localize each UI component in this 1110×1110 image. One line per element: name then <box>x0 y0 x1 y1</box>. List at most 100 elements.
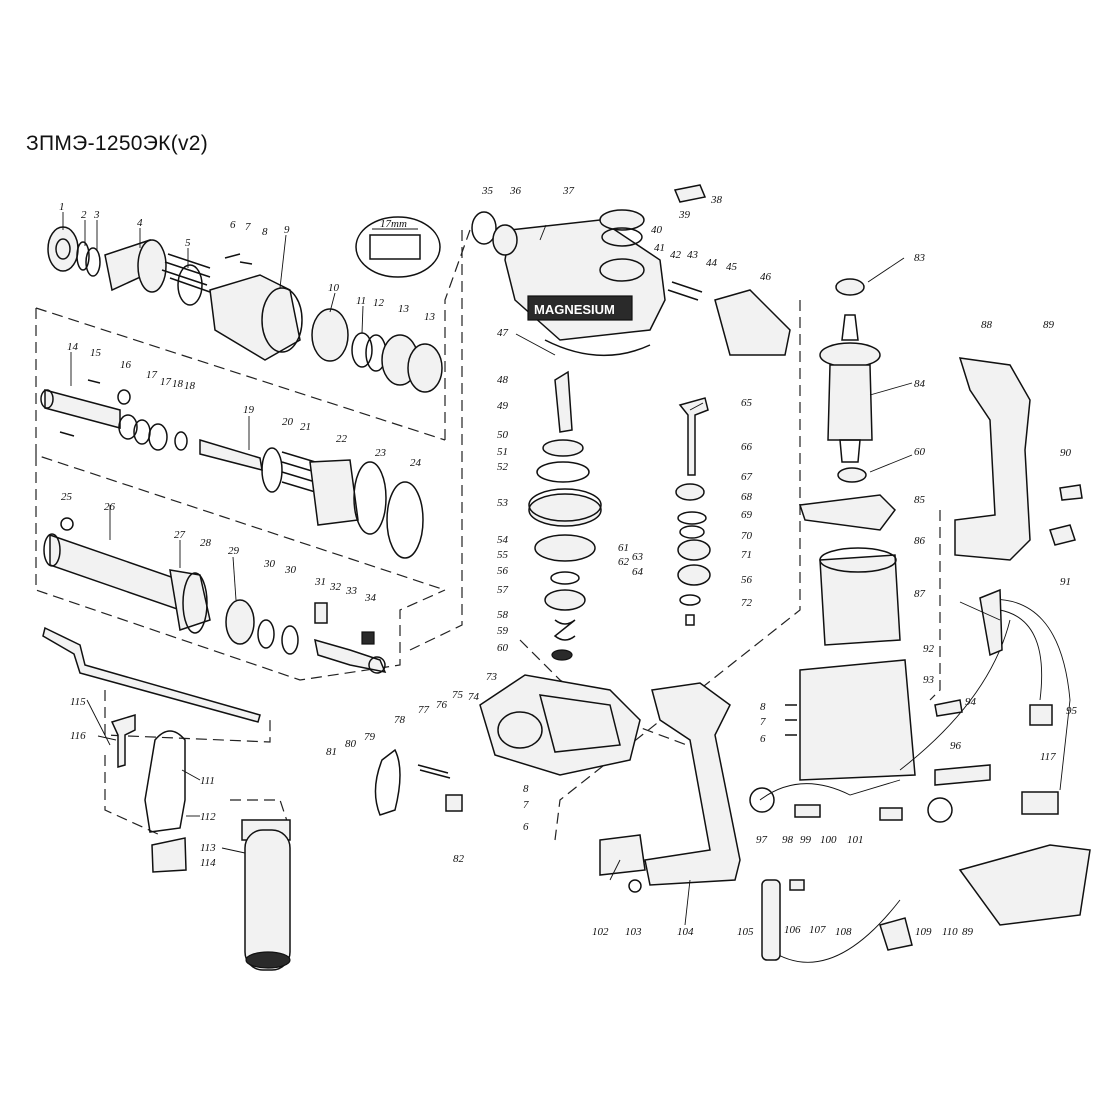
part-label-7b: 7 <box>760 716 766 728</box>
part-label-9: 9 <box>284 224 290 236</box>
part-label-65: 65 <box>741 397 753 409</box>
part-label-79: 79 <box>364 731 376 743</box>
part-label-64: 64 <box>632 566 644 578</box>
part-label-74: 74 <box>468 691 480 703</box>
part-label-46: 46 <box>760 271 772 283</box>
part-label-61: 61 <box>618 542 629 554</box>
part-label-4: 4 <box>137 217 143 229</box>
part-label-103: 103 <box>625 926 642 938</box>
part-label-1: 1 <box>59 201 65 213</box>
part-label-94: 94 <box>965 696 977 708</box>
part-label-19: 19 <box>243 404 255 416</box>
part-label-68: 68 <box>741 491 753 503</box>
part-label-91: 91 <box>1060 576 1071 588</box>
group-boundaries <box>35 229 941 841</box>
part-label-54: 54 <box>497 534 509 546</box>
part-label-6b: 6 <box>760 733 766 745</box>
part-number-labels: 1 2 3 4 5 6 7 8 9 10 11 12 13 13 14 15 1… <box>59 185 1078 938</box>
part-label-30a: 30 <box>263 558 276 570</box>
chuck-assembly <box>47 226 443 393</box>
motor-assembly <box>785 278 916 781</box>
part-label-18b: 18 <box>184 380 196 392</box>
part-label-82: 82 <box>453 853 465 865</box>
gearbox-lower-housing <box>374 674 641 816</box>
part-label-85: 85 <box>914 494 926 506</box>
part-label-6: 6 <box>230 219 236 231</box>
part-label-20: 20 <box>282 416 294 428</box>
part-label-81: 81 <box>326 746 337 758</box>
part-label-27: 27 <box>174 529 186 541</box>
part-label-89a: 89 <box>1043 319 1055 331</box>
part-label-63: 63 <box>632 551 644 563</box>
part-label-107: 107 <box>809 924 826 936</box>
part-label-56: 56 <box>497 565 509 577</box>
part-label-3: 3 <box>93 209 100 221</box>
callout-label: 17mm <box>380 218 407 230</box>
part-label-60: 60 <box>497 642 509 654</box>
part-label-52: 52 <box>497 461 509 473</box>
spindle-assembly <box>40 379 424 559</box>
part-label-70: 70 <box>741 530 753 542</box>
part-label-23: 23 <box>375 447 387 459</box>
part-label-67: 67 <box>741 471 753 483</box>
part-label-8: 8 <box>262 226 268 238</box>
part-label-83: 83 <box>914 252 926 264</box>
part-label-77: 77 <box>418 704 430 716</box>
part-label-39: 39 <box>678 209 691 221</box>
part-label-8b: 8 <box>760 701 766 713</box>
part-label-10: 10 <box>328 282 340 294</box>
secondary-gear-stack <box>675 397 711 626</box>
part-label-28: 28 <box>200 537 212 549</box>
part-label-58: 58 <box>497 609 509 621</box>
part-label-14: 14 <box>67 341 79 353</box>
part-label-25: 25 <box>61 491 73 503</box>
part-label-34: 34 <box>364 592 377 604</box>
part-label-31: 31 <box>314 576 326 588</box>
part-label-12: 12 <box>373 297 385 309</box>
part-label-30b: 30 <box>284 564 297 576</box>
part-label-97: 97 <box>756 834 768 846</box>
part-label-109: 109 <box>915 926 932 938</box>
gear-stack <box>528 370 602 661</box>
part-label-29: 29 <box>228 545 240 557</box>
part-label-72: 72 <box>741 597 753 609</box>
part-label-66: 66 <box>741 441 753 453</box>
part-label-36: 36 <box>509 185 522 197</box>
part-label-42: 42 <box>670 249 682 261</box>
wrench-size-callout: 17mm <box>355 216 441 278</box>
part-label-117: 117 <box>1040 751 1056 763</box>
part-label-18a: 18 <box>172 378 184 390</box>
wiring-harness <box>749 588 1091 963</box>
part-label-100: 100 <box>820 834 837 846</box>
part-label-32: 32 <box>329 581 342 593</box>
rear-handle <box>954 357 1083 561</box>
part-label-90: 90 <box>1060 447 1072 459</box>
part-label-45: 45 <box>726 261 738 273</box>
page-title: ЗПМЭ-1250ЭК(v2) <box>26 132 209 155</box>
part-label-86: 86 <box>914 535 926 547</box>
gear-housing: MAGNESIUM <box>471 184 791 357</box>
part-label-21: 21 <box>300 421 311 433</box>
part-label-88: 88 <box>981 319 993 331</box>
part-label-60b: 60 <box>914 446 926 458</box>
part-label-75: 75 <box>452 689 464 701</box>
part-label-55: 55 <box>497 549 509 561</box>
part-label-59: 59 <box>497 625 509 637</box>
part-label-57: 57 <box>497 584 509 596</box>
part-label-114: 114 <box>200 857 216 869</box>
rear-grip-housing <box>599 682 741 893</box>
part-label-11: 11 <box>356 295 366 307</box>
part-label-13b: 13 <box>424 311 436 323</box>
part-label-62: 62 <box>618 556 630 568</box>
part-label-80: 80 <box>345 738 357 750</box>
part-label-17b: 17 <box>160 376 172 388</box>
part-label-15: 15 <box>90 347 102 359</box>
part-label-96: 96 <box>950 740 962 752</box>
part-label-53: 53 <box>497 497 509 509</box>
part-label-35: 35 <box>481 185 494 197</box>
part-label-7: 7 <box>245 221 251 233</box>
part-label-43: 43 <box>687 249 699 261</box>
part-label-33: 33 <box>345 585 358 597</box>
part-label-98: 98 <box>782 834 794 846</box>
